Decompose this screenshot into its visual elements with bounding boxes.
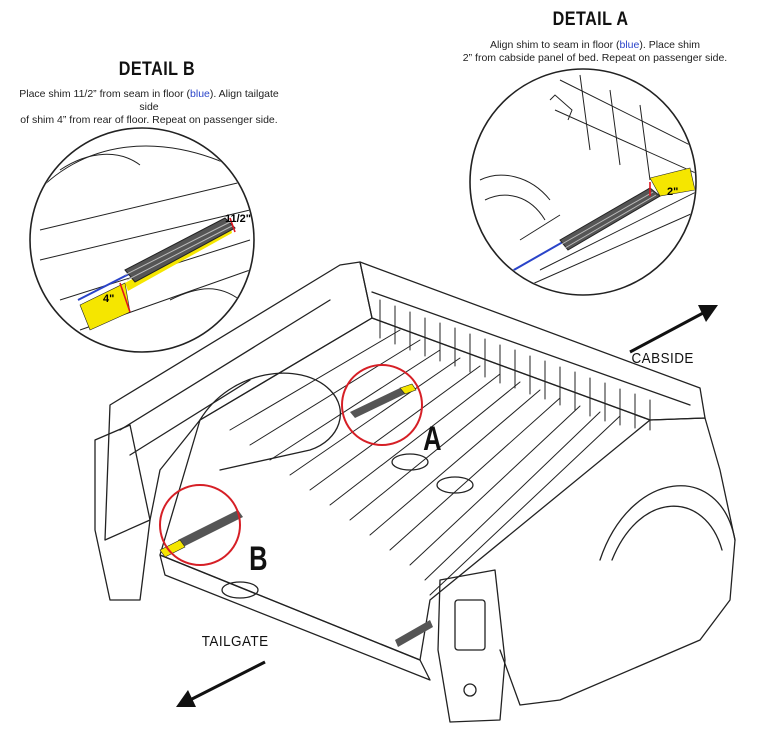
detail-a-note-post: ). Place shim	[639, 39, 701, 51]
shim-b-on-bed	[159, 510, 243, 558]
bed-floor	[159, 317, 651, 661]
detail-b-title: DETAIL B	[118, 59, 196, 80]
callout-letter-b: B	[249, 540, 268, 578]
shim-passenger-on-bed	[395, 620, 433, 647]
detail-b-note-post: ). Align tailgate side	[139, 88, 279, 113]
detail-b-note-blue: blue	[190, 88, 210, 100]
detail-a-note-blue: blue	[619, 39, 640, 51]
callout-letter-a: A	[423, 420, 442, 458]
callout-circle-a	[341, 364, 423, 446]
tailgate-edge	[159, 554, 431, 681]
left-wheel-well	[199, 372, 341, 471]
cabside-arrow	[629, 305, 718, 354]
detail-a-circle: 2"	[469, 68, 697, 296]
detail-a-title: DETAIL A	[552, 9, 629, 30]
right-pillar	[437, 569, 506, 723]
bulkhead-ribs	[379, 299, 651, 431]
tailgate-label: TAILGATE	[201, 633, 269, 650]
right-wheel-arch	[599, 485, 736, 561]
cabside-label: CABSIDE	[631, 350, 694, 367]
callout-circle-b	[159, 484, 241, 566]
detail-a-yellow	[649, 167, 695, 197]
detail-b-note-pre: Place shim 11/2” from seam in floor (	[19, 88, 191, 100]
detail-b-note-line2: of shim 4” from rear of floor. Repeat on…	[20, 114, 278, 126]
detail-a-dim: 2"	[667, 186, 678, 198]
detail-b-note: Place shim 11/2” from seam in floor (blu…	[14, 88, 284, 127]
shim-a-on-bed	[350, 383, 417, 418]
tailgate-arrow	[176, 660, 266, 707]
left-pillar	[94, 424, 151, 601]
detail-a-note: Align shim to seam in floor (blue). Plac…	[460, 39, 730, 65]
right-side-wall	[499, 417, 736, 706]
detail-b-circle: 11/2" 4"	[29, 127, 255, 353]
detail-b-dim-side: 11/2"	[225, 213, 251, 225]
detail-a-note-pre: Align shim to seam in floor (	[489, 39, 620, 51]
detail-b-red-dim	[119, 217, 236, 313]
detail-b-dim-rear: 4"	[103, 293, 114, 305]
detail-a-note-line2: 2” from cabside panel of bed. Repeat on …	[462, 52, 728, 64]
floor-ribs	[229, 329, 621, 596]
